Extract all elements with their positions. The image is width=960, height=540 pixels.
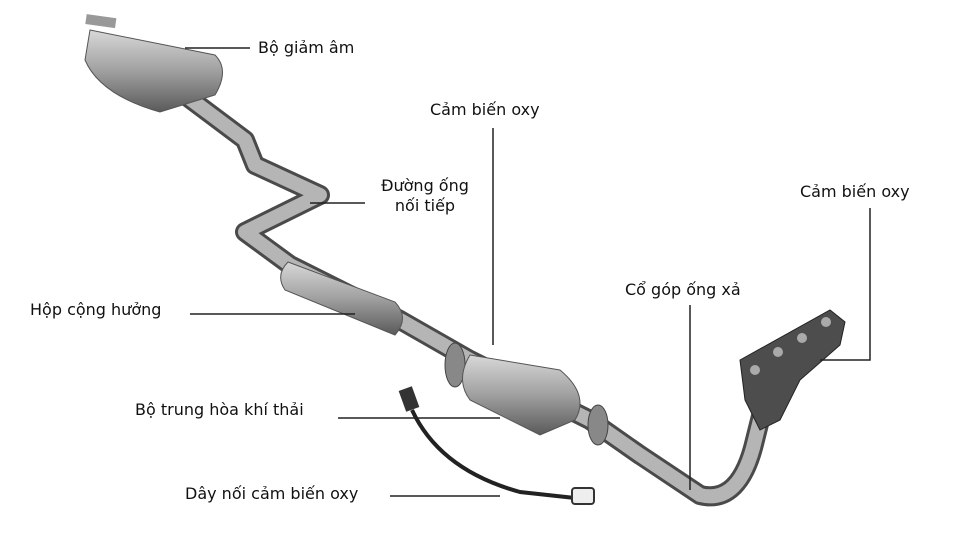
label-oxygen-sensor-right: Cảm biến oxy	[800, 182, 910, 201]
label-connecting-pipe-line2: nối tiếp	[394, 196, 456, 215]
muffler	[84, 14, 223, 113]
pipe	[175, 85, 775, 507]
label-exhaust-manifold: Cổ góp ống xả	[625, 280, 741, 299]
label-muffler: Bộ giảm âm	[258, 38, 355, 57]
catalytic-converter	[444, 342, 609, 446]
label-sensor-wire: Dây nối cảm biến oxy	[185, 484, 359, 503]
label-catalytic-converter: Bộ trung hòa khí thải	[135, 400, 304, 419]
resonator	[280, 261, 403, 336]
exhaust-manifold	[739, 309, 846, 431]
label-connecting-pipe: Đường ống nối tiếp	[370, 176, 480, 216]
leader-lines	[185, 47, 871, 497]
label-connecting-pipe-line1: Đường ống	[381, 176, 469, 195]
label-oxygen-sensor-center: Cảm biến oxy	[430, 100, 540, 119]
sensor-wire	[398, 386, 595, 505]
label-resonator: Hộp cộng hưởng	[30, 300, 162, 319]
